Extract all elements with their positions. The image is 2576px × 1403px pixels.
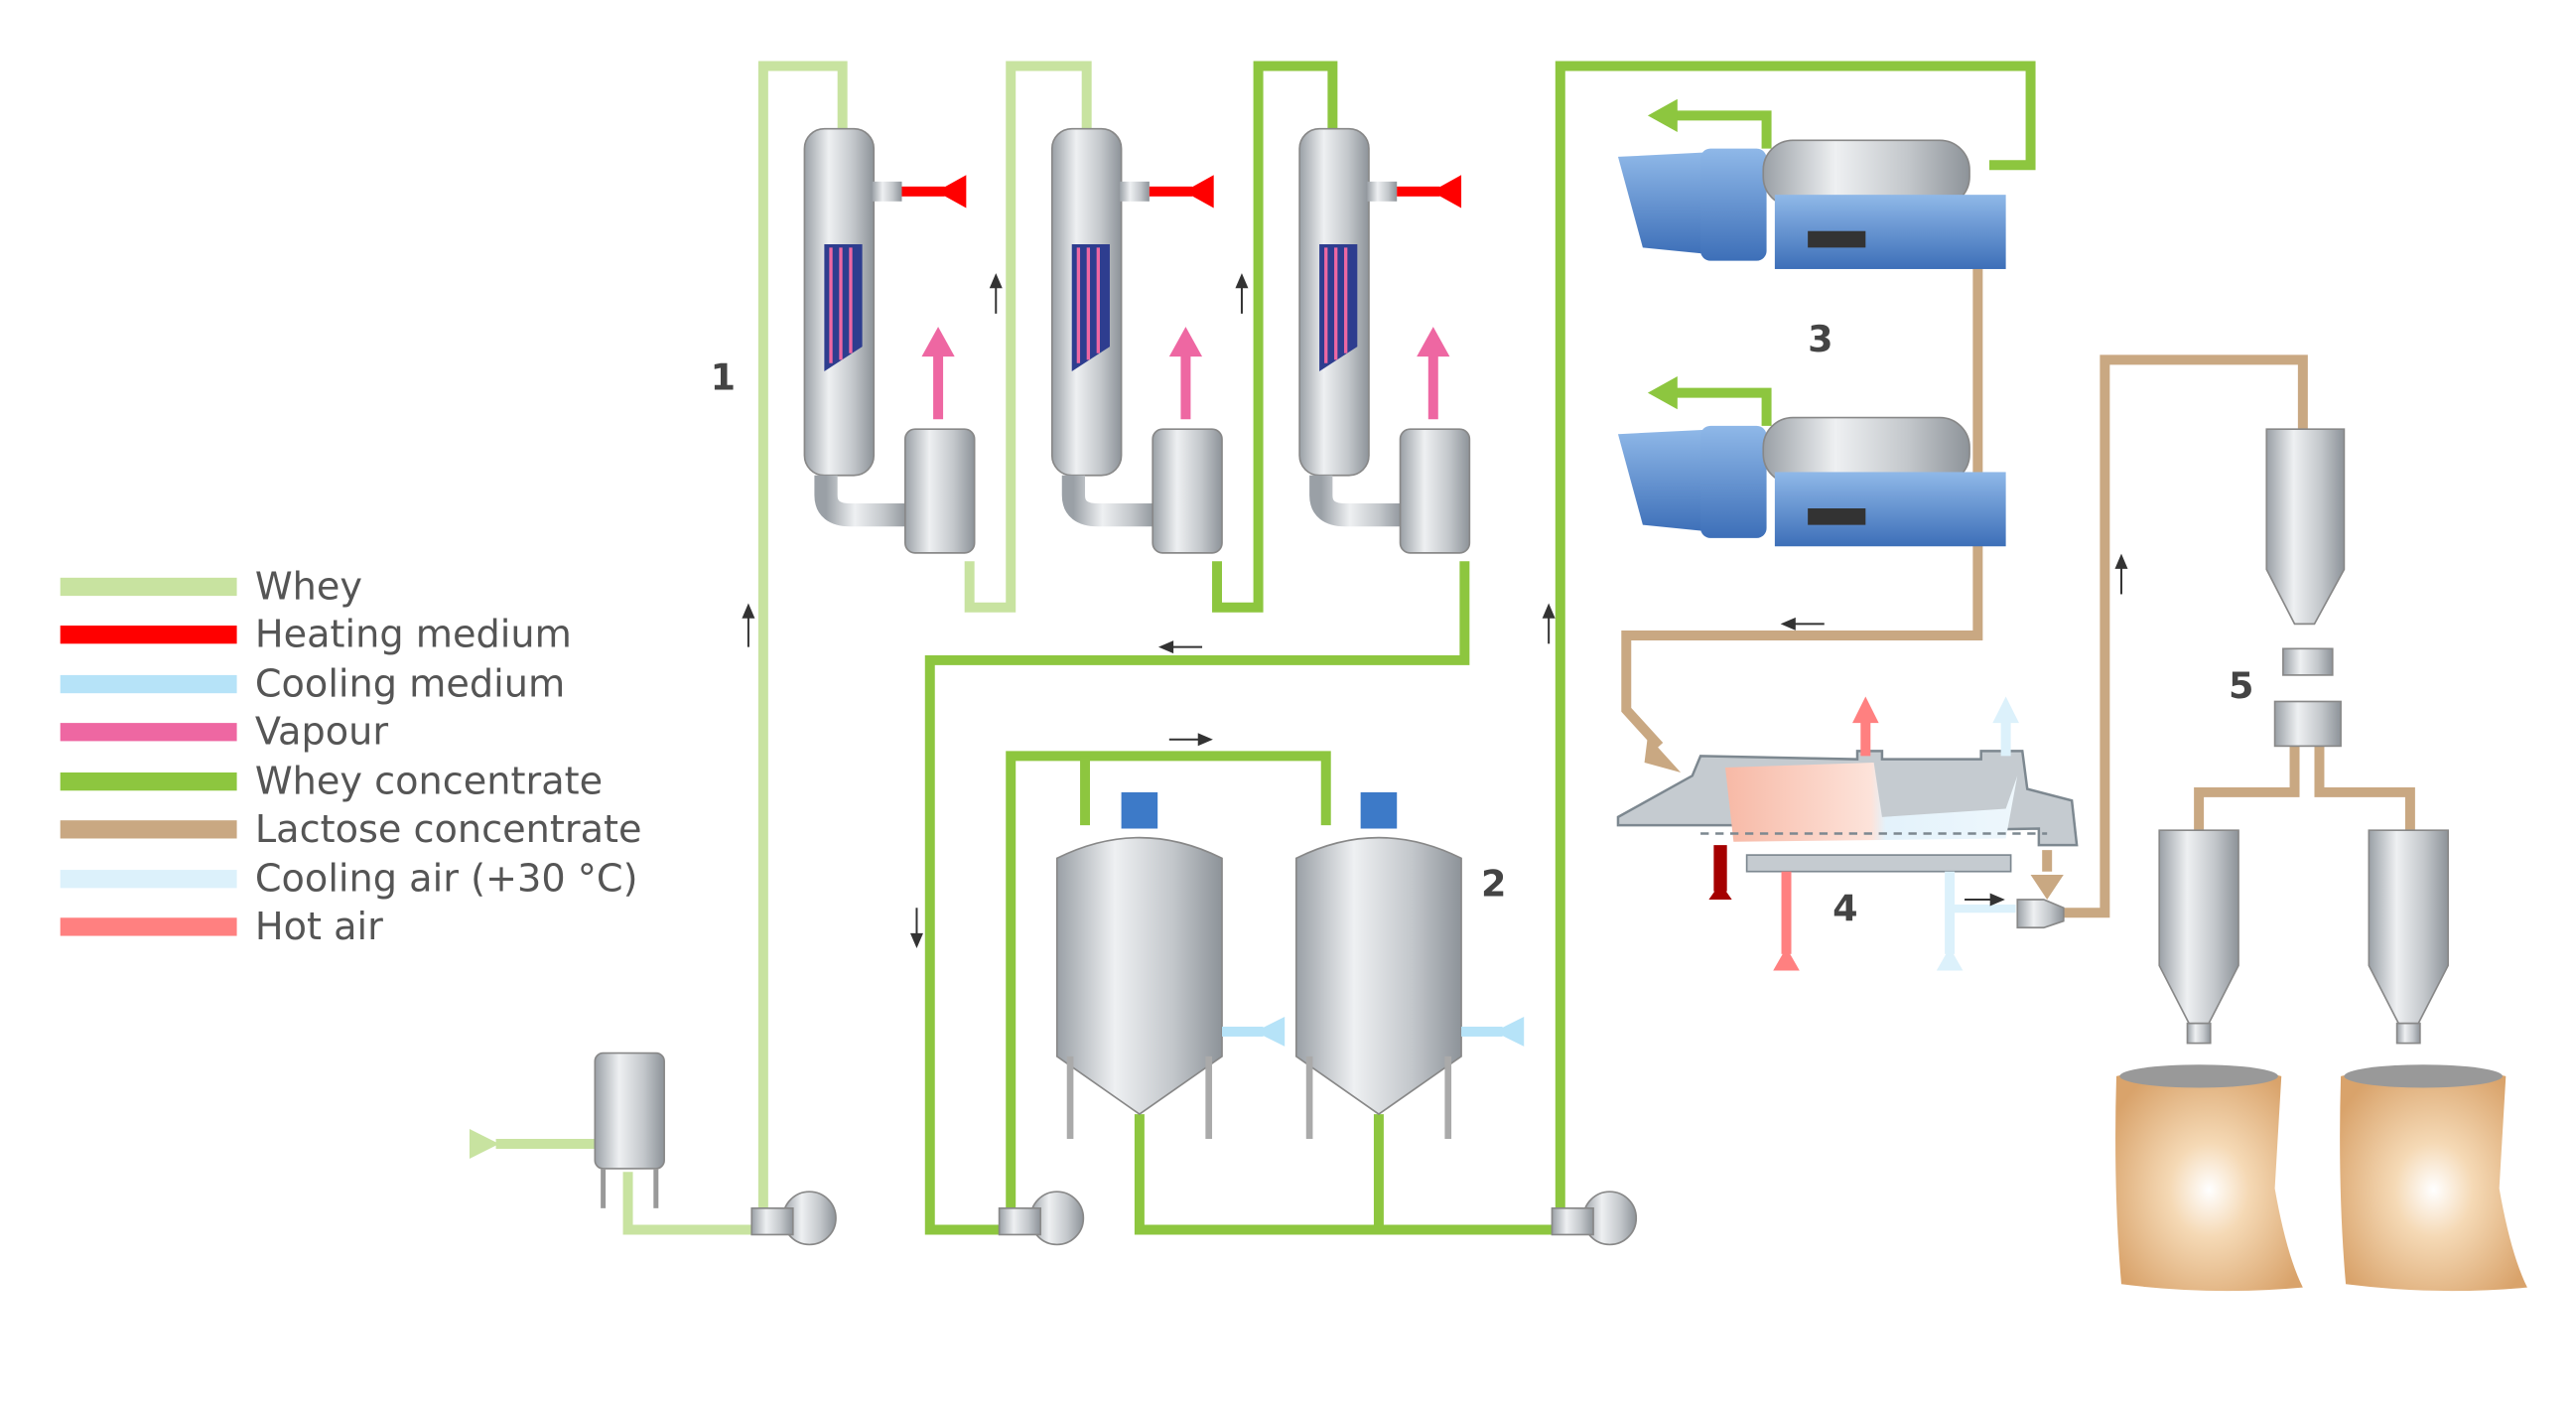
vapour-outlets: [921, 327, 1450, 420]
legend-swatch: [60, 674, 237, 694]
feed-tank: [594, 1052, 665, 1208]
legend-swatch: [60, 820, 237, 839]
evaporator: [1050, 127, 1223, 554]
legend-swatch: [60, 626, 237, 644]
stage-label-2: 2: [1481, 863, 1506, 906]
lactose-inlet-arrow: [1644, 736, 1682, 772]
bags: [2115, 1064, 2527, 1292]
legend-item-lactose: Lactose concentrate: [60, 808, 642, 852]
legend-label: Cooling air (+30 °C): [255, 858, 638, 902]
flow-direction-arrows: [742, 273, 2128, 949]
silos: [2158, 428, 2449, 1045]
tank: [1294, 791, 1462, 1140]
legend-item-cooling-air: Cooling air (+30 °C): [60, 858, 638, 902]
whey-inlet-arrow: [469, 1129, 499, 1159]
decanter: [1617, 139, 2006, 269]
bag: [2340, 1065, 2527, 1292]
stage-label-5: 5: [2229, 664, 2253, 707]
concentrate-outlet-arrow: [1647, 376, 1678, 410]
decanter: [1617, 416, 2006, 547]
legend-item-heating: Heating medium: [60, 614, 572, 657]
legend-swatch: [60, 870, 237, 889]
stage-label-1: 1: [711, 355, 736, 398]
legend-label: Whey: [255, 565, 362, 609]
silo: [2368, 829, 2449, 1045]
stage-label-4: 4: [1832, 888, 1857, 930]
legend: Whey Heating medium Cooling medium Vapou…: [60, 565, 642, 949]
evaporator: [803, 127, 976, 554]
cooling-medium-inlets: [1222, 1017, 1525, 1047]
legend-swatch: [60, 772, 237, 791]
whey-concentrate-pipes: [924, 61, 2036, 1235]
legend-item-hot-air: Hot air: [60, 906, 383, 949]
legend-item-cooling: Cooling medium: [60, 663, 565, 707]
silo: [2158, 829, 2239, 1045]
whey-pipes: [495, 61, 1092, 1235]
legend-swatch: [60, 577, 237, 597]
silo: [2265, 428, 2346, 748]
pump: [1551, 1191, 1638, 1246]
bag: [2115, 1065, 2303, 1292]
legend-label: Vapour: [255, 711, 388, 755]
legend-item-vapour: Vapour: [60, 711, 388, 755]
legend-label: Heating medium: [255, 614, 572, 657]
legend-label: Lactose concentrate: [255, 808, 642, 852]
evaporators: [803, 127, 1471, 554]
legend-item-whey-concentrate: Whey concentrate: [60, 761, 603, 804]
legend-label: Whey concentrate: [255, 761, 603, 804]
evaporator: [1298, 127, 1471, 554]
legend-item-whey: Whey: [60, 565, 362, 609]
decanters: [1617, 139, 2006, 547]
tank: [1055, 791, 1223, 1140]
stage-label-3: 3: [1808, 318, 1832, 360]
lactose-outlet-arrow: [2030, 875, 2064, 900]
concentrate-outlet-arrow: [1647, 98, 1678, 132]
fluid-bed-dryer: [1616, 696, 2079, 971]
pumps: [750, 1191, 1638, 1246]
legend-swatch: [60, 917, 237, 936]
crystallisation-tanks: [1055, 791, 1462, 1140]
heating-medium-inlets: [901, 175, 1462, 209]
pump: [998, 1191, 1085, 1246]
legend-label: Cooling medium: [255, 663, 565, 707]
legend-label: Hot air: [255, 906, 383, 949]
legend-swatch: [60, 723, 237, 742]
pump: [750, 1191, 837, 1246]
